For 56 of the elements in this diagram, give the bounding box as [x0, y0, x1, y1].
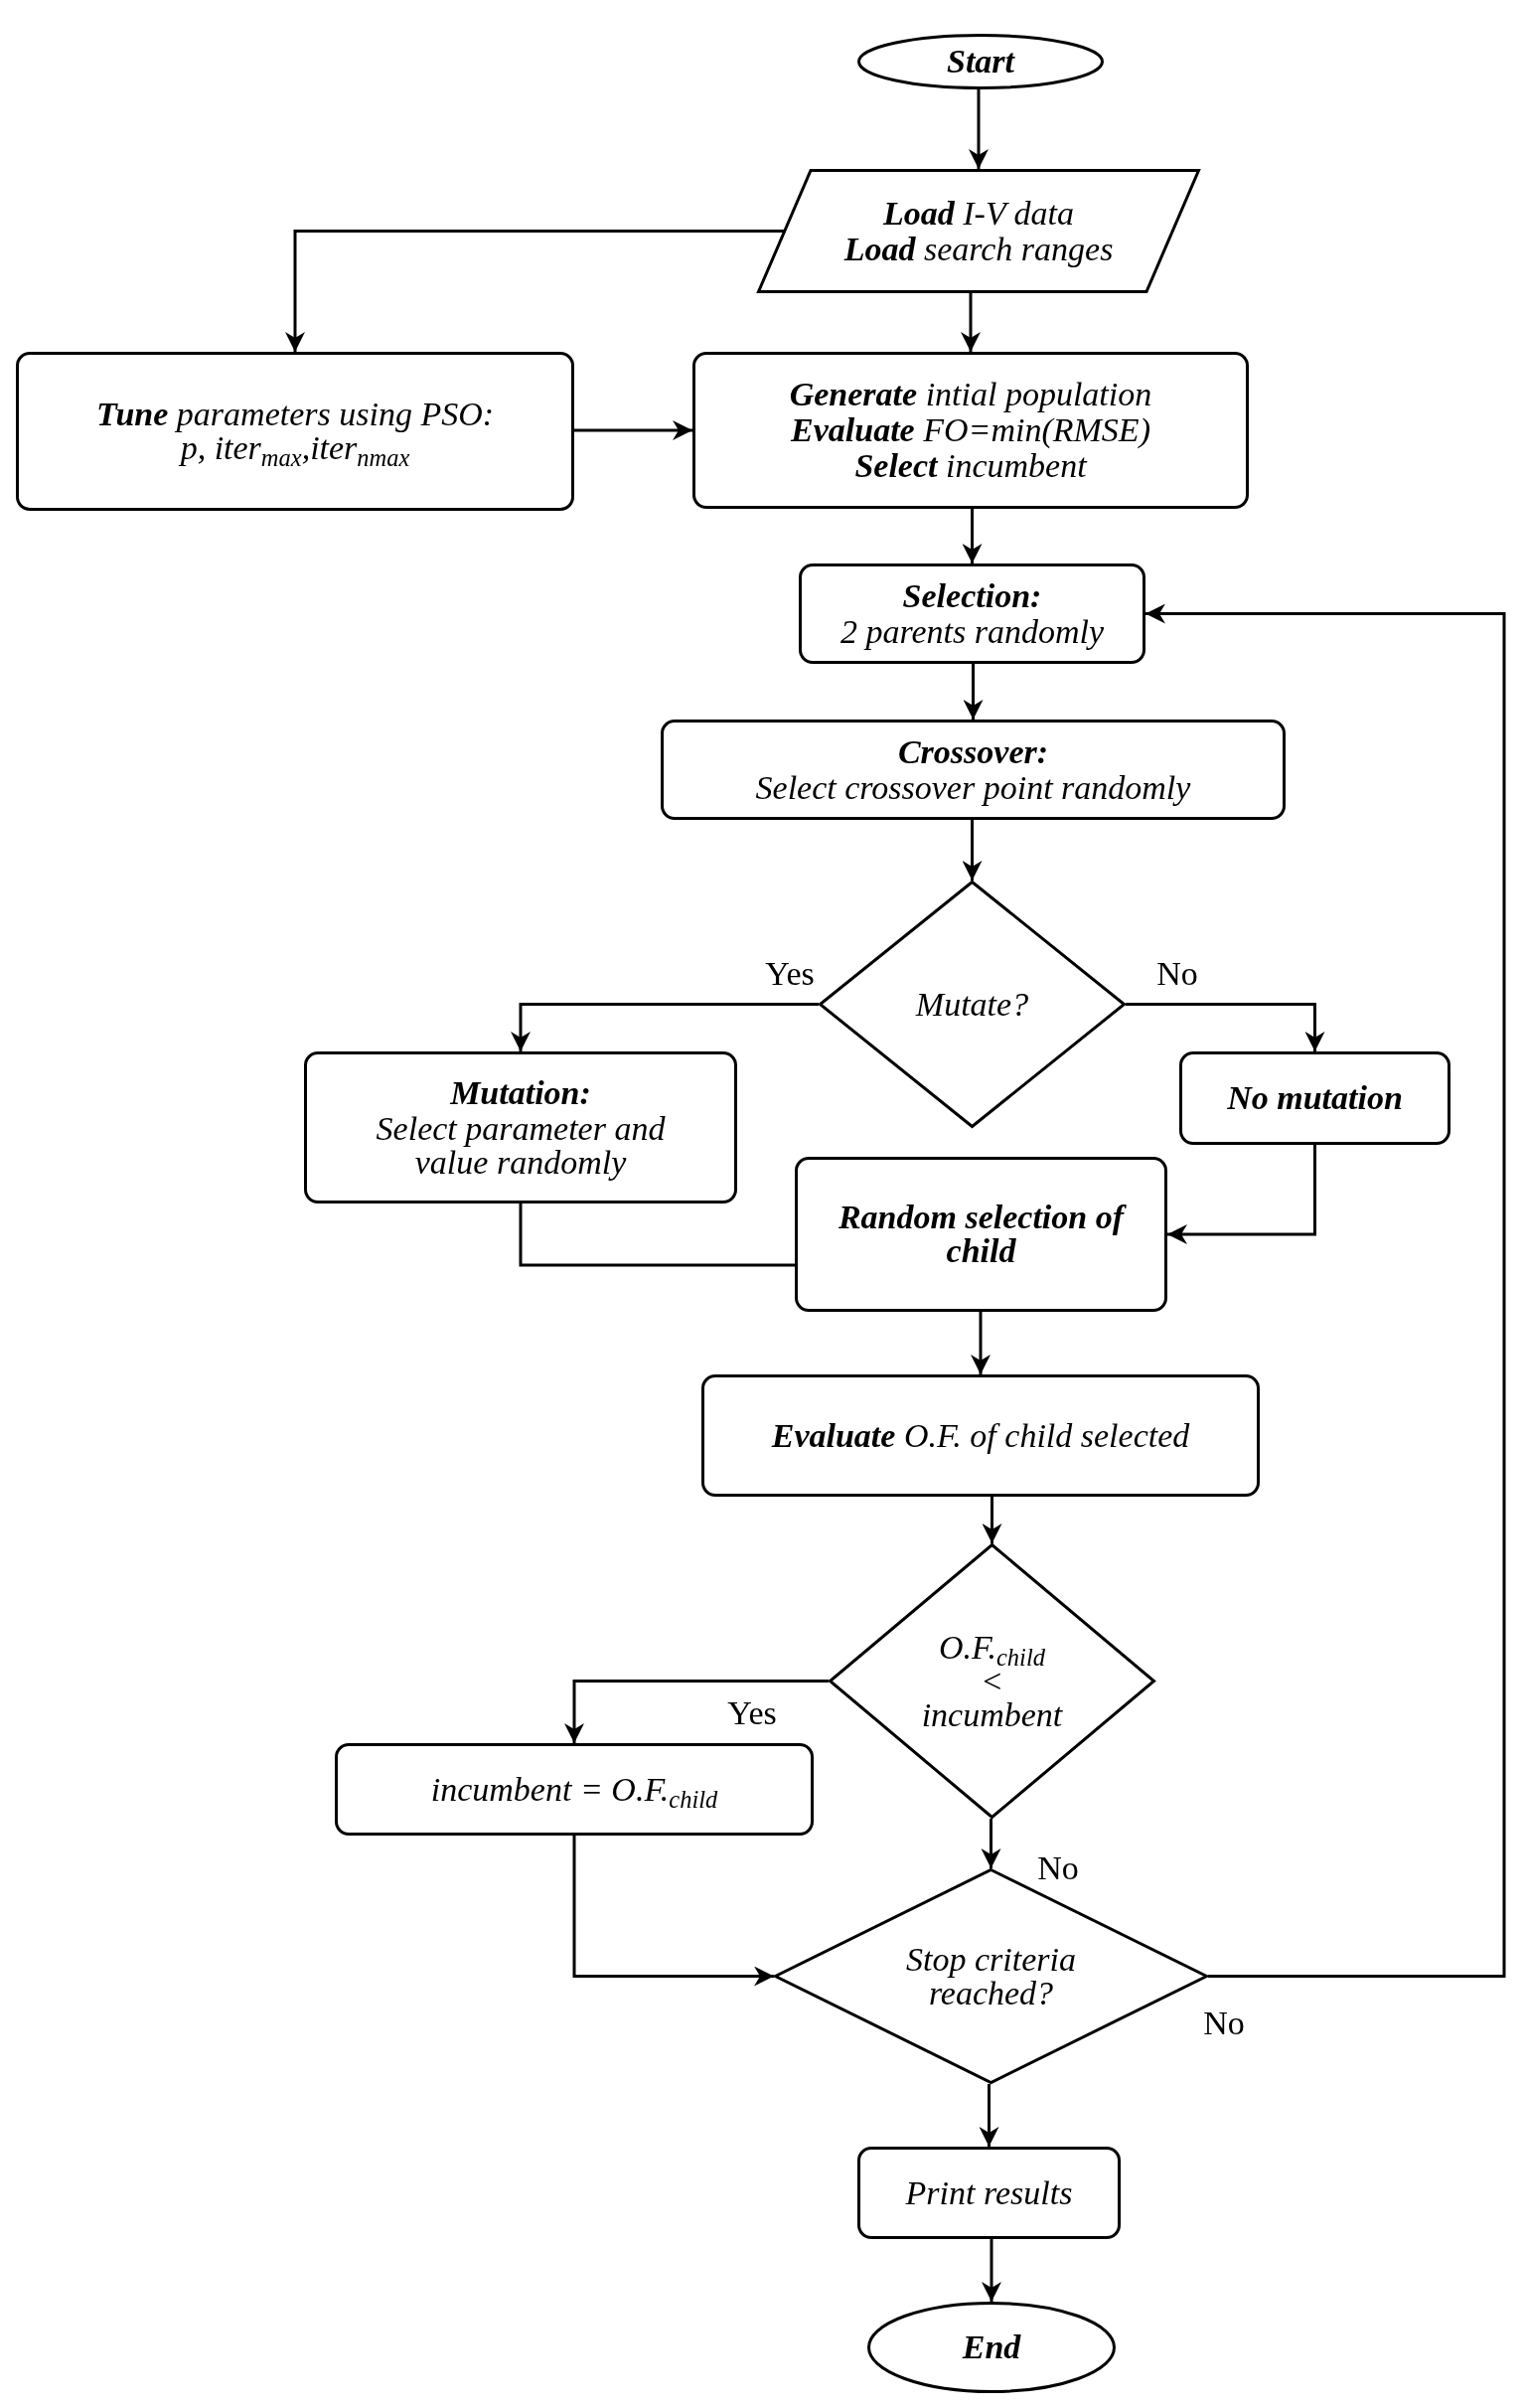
process-box [692, 352, 1249, 509]
arrow [564, 1680, 829, 1743]
process-box [335, 1743, 814, 1836]
step-text: Load search ranges [843, 231, 1114, 267]
step-text: Select parameter and value randomly [375, 1110, 667, 1181]
arrow [979, 2084, 999, 2147]
step-text: 2 parents randomly [839, 613, 1105, 650]
arrow [982, 1497, 1002, 1543]
process-box [661, 720, 1286, 820]
step-text: Select incumbent [854, 448, 1087, 484]
arrow [285, 230, 784, 352]
step-text: Select crossover point randomly [755, 769, 1191, 806]
condition-text: Mutate? [915, 986, 1029, 1023]
step-heading: Random selection of child [837, 1200, 1128, 1269]
step-heading: Crossover: [897, 733, 1049, 770]
decision-diamond [819, 881, 1126, 1128]
arrow [574, 420, 692, 440]
arrow [971, 1312, 991, 1374]
arrow [1126, 1003, 1325, 1051]
process-box [701, 1374, 1260, 1497]
arrow [969, 89, 989, 169]
step-text: Print results [905, 2174, 1073, 2211]
arrow [1167, 1145, 1316, 1244]
arrow [981, 1819, 1001, 1868]
process-box [1179, 1051, 1450, 1145]
step-text: Evaluate O.F. of child selected [771, 1417, 1190, 1454]
step-heading: Selection: [902, 577, 1042, 614]
step-text: Evaluate FO=min(RMSE) [791, 412, 1150, 448]
arrow [961, 293, 981, 352]
process-box [16, 352, 574, 511]
step-text: Generate intial population [789, 377, 1152, 412]
step-heading: No mutation [1227, 1080, 1403, 1116]
process-box [304, 1051, 737, 1204]
terminal-ellipse [867, 2302, 1116, 2393]
connector-line [519, 1204, 795, 1267]
condition-text: O.F.$_{child}$ < incumbent [921, 1629, 1063, 1733]
process-box [857, 2147, 1121, 2239]
process-box [795, 1157, 1167, 1312]
arrow [962, 509, 983, 563]
terminal-ellipse [857, 34, 1104, 89]
step-text: Load I-V data [883, 195, 1074, 232]
arrow [982, 2239, 1001, 2302]
arrow [963, 664, 984, 720]
terminal-label: End [962, 2329, 1021, 2365]
step-text: incumbent = O.F.$_{child}$ [430, 1771, 718, 1808]
data-parallelogram [757, 169, 1200, 293]
condition-text: Stop criteria reached? [905, 1941, 1077, 2011]
decision-diamond [829, 1543, 1155, 1819]
step-heading: Mutation: [450, 1074, 591, 1111]
arrow [572, 1836, 774, 1987]
terminal-label: Start [946, 44, 1014, 80]
arrow [1145, 603, 1506, 1978]
process-box [799, 563, 1145, 664]
arrow [962, 820, 983, 881]
arrow [511, 1003, 819, 1051]
step-text: Tune parameters using PSO: p, iter$_{max}$,iter$_{nmax}$ [94, 397, 496, 466]
